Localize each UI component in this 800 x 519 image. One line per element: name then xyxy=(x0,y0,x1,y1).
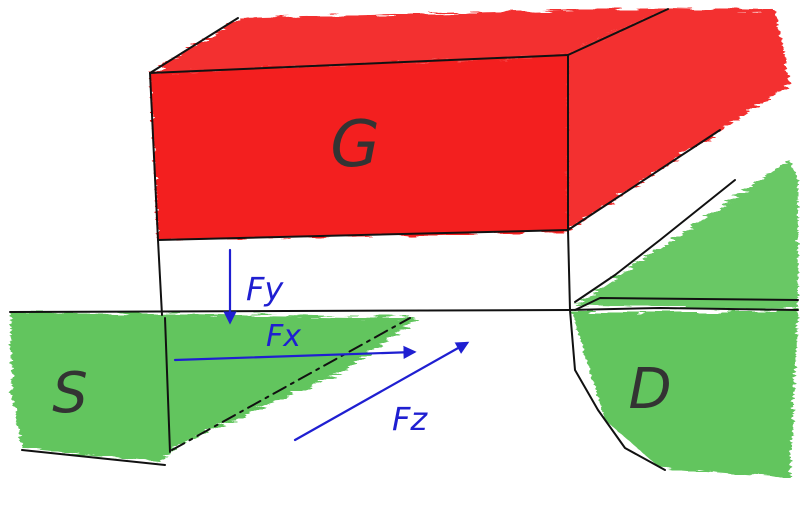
gate-back-left-edge xyxy=(149,17,239,74)
fy-label: Fy xyxy=(246,270,284,308)
gate-back-right-edge xyxy=(567,8,669,56)
gate-bottom-edge xyxy=(157,229,569,241)
channel-front-edge xyxy=(171,317,411,451)
force-arrows xyxy=(173,248,470,442)
fz-label: Fz xyxy=(392,400,428,438)
fx-label: Fx xyxy=(266,319,301,354)
gate-side-bottom-edge xyxy=(567,129,721,231)
drain-top-edge xyxy=(574,297,799,311)
drain-back-edge xyxy=(574,179,736,303)
oxide-right-edge xyxy=(567,229,571,311)
drain-left-edge xyxy=(569,309,666,471)
gate-side-face xyxy=(568,8,790,230)
drain-well-back xyxy=(575,160,798,310)
outline xyxy=(9,8,799,471)
source-label: S xyxy=(52,361,88,426)
fx-arrow xyxy=(173,345,417,362)
oxide-left-edge xyxy=(157,239,163,316)
surface-line-right xyxy=(569,307,799,311)
drain-region xyxy=(572,312,798,478)
source-bottom-edge xyxy=(21,449,166,466)
source-right-edge xyxy=(164,317,171,453)
gate-left-edge xyxy=(149,72,159,241)
gate-top-edge xyxy=(149,54,569,74)
source-region xyxy=(10,312,418,462)
surface-line xyxy=(9,309,571,313)
fz-arrow xyxy=(293,341,470,442)
drain-label: D xyxy=(628,357,671,422)
gate-top-face xyxy=(150,8,668,73)
gate-label: G xyxy=(330,108,380,182)
gate-front-face xyxy=(150,55,568,240)
gate-block xyxy=(150,8,790,240)
